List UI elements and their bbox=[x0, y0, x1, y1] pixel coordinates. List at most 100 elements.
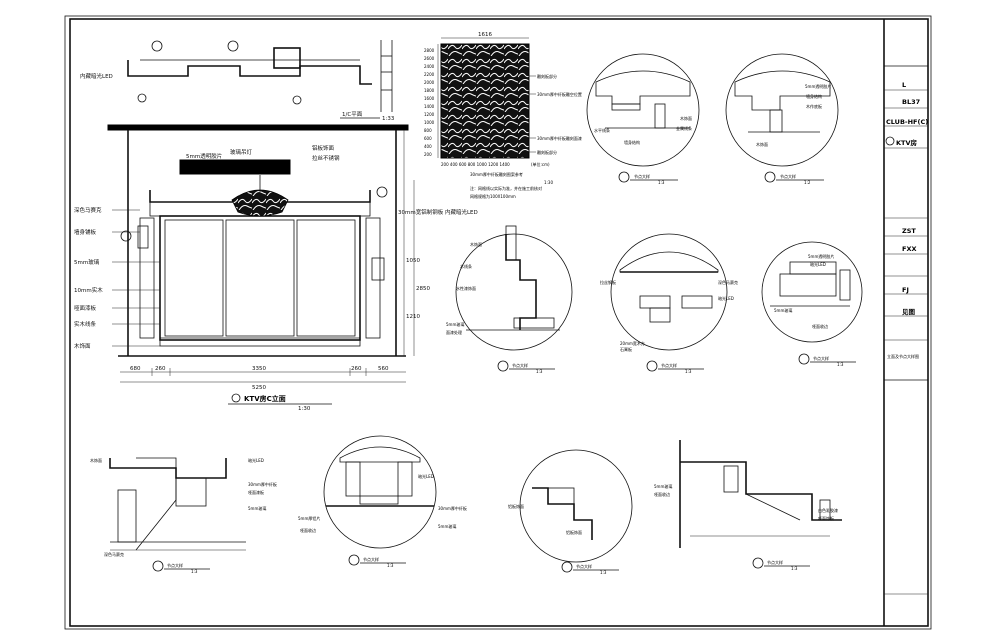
panel-label-1: 30mm厚中纤板雕空位置 bbox=[537, 91, 582, 97]
panel-label-3: 雕刻板部分 bbox=[537, 149, 557, 155]
elev-label-1: 墙身铺板 bbox=[74, 228, 97, 236]
svg-text:2200: 2200 bbox=[424, 72, 435, 77]
d7-label-4: 哑面收边 bbox=[300, 527, 316, 533]
d3-label-4: 面漆处理 bbox=[446, 329, 462, 335]
inner-border bbox=[69, 18, 929, 627]
d5-label-2: 5mm玻璃 bbox=[774, 307, 792, 313]
d1-scale: 1:3 bbox=[658, 180, 665, 185]
d6-label-0: 木饰面 bbox=[90, 457, 102, 463]
elev-dim-bottom-1: 260 bbox=[155, 366, 166, 372]
d5-label-3: 哑面收边 bbox=[812, 323, 828, 329]
elev-title: KTV房C立面 bbox=[244, 394, 286, 403]
d3-label-2: 水性漆饰面 bbox=[456, 285, 476, 291]
elev-label-4: 哑面漆板 bbox=[74, 304, 97, 312]
elev-scale: 1:30 bbox=[298, 406, 311, 412]
carved-panel-sample bbox=[440, 43, 530, 159]
elev-dim-bottom-3: 260 bbox=[351, 366, 362, 372]
carved-panel-left bbox=[164, 219, 224, 337]
title-block-r4: KTV房 bbox=[896, 138, 918, 147]
d1-label-0: 水平线条 bbox=[594, 127, 610, 133]
d7-label-0: 5mm厚铝片 bbox=[298, 515, 320, 521]
d7-scale: 1:3 bbox=[387, 563, 394, 568]
d6-title: 节点大样 bbox=[167, 562, 183, 568]
outer-border bbox=[64, 15, 932, 630]
elev-top-label-0: 5mm透明胶片 bbox=[186, 152, 222, 160]
elev-top-label-3: 拉丝不锈钢 bbox=[312, 154, 340, 162]
carved-panel-center bbox=[225, 219, 295, 337]
title-block-r6: FXX bbox=[902, 245, 916, 253]
panel-note-1: 30mm厚中纤板雕刻图案参考 bbox=[470, 171, 523, 177]
svg-text:1400: 1400 bbox=[424, 104, 435, 109]
detail-d3: 木饰面 木线条 水性漆饰面 5mm玻璃 面漆处理 节点大样 1:3 bbox=[446, 225, 573, 374]
d1-bubble bbox=[618, 171, 630, 183]
d2-label-1: 木饰面 bbox=[756, 141, 768, 147]
carved-panel-right bbox=[296, 219, 356, 337]
carved-panel-frame bbox=[159, 215, 361, 341]
d9-title: 节点大样 bbox=[767, 559, 783, 565]
detail-d1: 水平线条 木饰面 墙身结构 金属线条 节点大样 1:3 bbox=[586, 53, 700, 185]
chandelier-icon bbox=[231, 189, 289, 217]
d6-label-2: 30mm厚中纤板 bbox=[248, 481, 277, 487]
d2-label-2: 墙身结构 bbox=[806, 93, 822, 99]
title-block-r3: CLUB-HF(C) bbox=[886, 118, 928, 126]
title-block-r8: 见图 bbox=[902, 307, 916, 316]
detail-d7: 5mm厚铝片 暗光LED 30mm厚中纤板 5mm玻璃 哑面收边 节点大样 1:… bbox=[298, 435, 467, 568]
panel-label-0: 雕刻板部分 bbox=[537, 73, 557, 79]
title-block-r5: ZST bbox=[902, 227, 916, 235]
svg-text:800: 800 bbox=[424, 128, 432, 133]
d6-scale: 1:3 bbox=[191, 569, 198, 574]
d4-title: 节点大样 bbox=[661, 362, 677, 368]
wall-sconce-right bbox=[371, 257, 385, 281]
d5-title: 节点大样 bbox=[813, 355, 829, 361]
svg-text:2800: 2800 bbox=[424, 48, 435, 53]
ceiling-soffit bbox=[179, 159, 291, 175]
d4-label-1: 深色马赛克 bbox=[718, 279, 738, 285]
elev-label-2: 5mm玻璃 bbox=[74, 258, 100, 266]
ceiling-slab bbox=[107, 124, 409, 131]
svg-text:1200: 1200 bbox=[424, 112, 435, 117]
d4-bubble bbox=[646, 360, 658, 372]
room-number-circle bbox=[885, 136, 895, 146]
d9-label-3: 哑面饰板 bbox=[818, 515, 834, 521]
d3-bubble bbox=[497, 360, 509, 372]
panel-detail: 1616 2800 2600 2400 2200 2000 1800 1600 … bbox=[424, 32, 582, 199]
d6-bubble bbox=[152, 560, 164, 572]
elev-dim-right-0: 1050 bbox=[406, 258, 420, 264]
d4-label-4: 石膏板 bbox=[620, 346, 632, 352]
plan-callout-2 bbox=[227, 40, 239, 52]
wall-sconce-left bbox=[137, 225, 149, 249]
d8-bubble bbox=[561, 561, 573, 573]
d3-label-3: 5mm玻璃 bbox=[446, 321, 464, 327]
d1-label-3: 金属线条 bbox=[676, 125, 692, 131]
d7-bubble bbox=[348, 554, 360, 566]
svg-text:1000: 1000 bbox=[424, 120, 435, 125]
svg-text:2400: 2400 bbox=[424, 64, 435, 69]
d5-label-0: 5mm透明胶片 bbox=[808, 253, 834, 259]
panel-label-2: 30mm厚中纤板雕刻面漆 bbox=[537, 135, 582, 141]
elev-dim-right-1: 1210 bbox=[406, 314, 420, 320]
d4-scale: 1:3 bbox=[685, 369, 692, 374]
elev-label-5: 实木线条 bbox=[74, 320, 97, 328]
plan-scale: 1:33 bbox=[382, 116, 395, 122]
d3-scale: 1:3 bbox=[536, 369, 543, 374]
d1-label-2: 墙身结构 bbox=[624, 139, 640, 145]
panel-dim-top: 1616 bbox=[478, 32, 492, 38]
d8-label-0: 铝板饰面 bbox=[508, 503, 524, 509]
d1-title: 节点大样 bbox=[634, 173, 650, 179]
elev-label-3: 10mm实木 bbox=[74, 286, 103, 294]
plan-callout-4 bbox=[292, 95, 302, 105]
panel-dims-bottom: 200 400 600 800 1000 1200 1400 bbox=[441, 162, 510, 167]
sofa-base bbox=[159, 339, 361, 347]
title-block-r9: 立面及节点大样图 bbox=[887, 353, 919, 359]
plan-callout-3 bbox=[137, 93, 147, 103]
svg-text:2600: 2600 bbox=[424, 56, 435, 61]
panel-note-3: 网格规格为100X100mm bbox=[470, 193, 516, 199]
d9-label-0: 5mm玻璃 bbox=[654, 483, 672, 489]
detail-d4: 拉丝钢板 深色马赛克 暗光LED 20mm宽木方 石膏板 节点大样 1:3 bbox=[600, 233, 738, 374]
d6-label-3: 哑面漆板 bbox=[248, 489, 264, 495]
d9-label-2: 白色乳胶漆 bbox=[818, 507, 838, 513]
d2-scale: 1:2 bbox=[804, 180, 811, 185]
d7-label-2: 30mm厚中纤板 bbox=[438, 505, 467, 511]
plan-title: 1/C平面 bbox=[342, 111, 363, 118]
